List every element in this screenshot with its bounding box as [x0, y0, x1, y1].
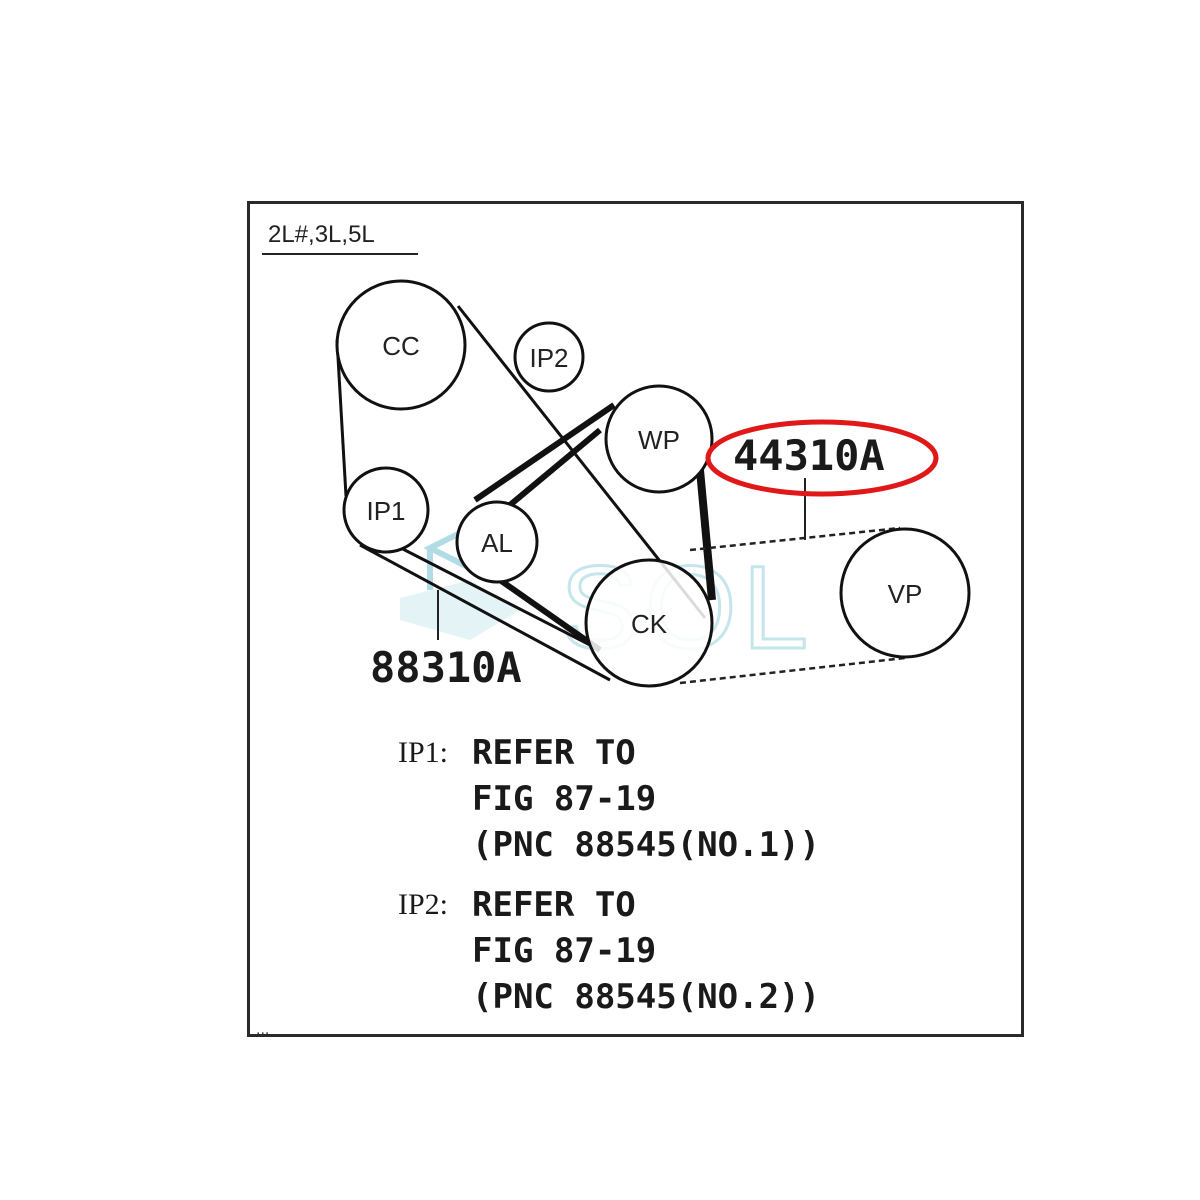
pulley-al: AL — [455, 500, 539, 584]
watermark-logo-shape-icon — [400, 580, 520, 640]
note-ip2-line-1: REFER TO — [472, 885, 636, 925]
pulley-ck-label: CK — [631, 609, 668, 639]
pulley-ip2: IP2 — [513, 321, 585, 393]
pulley-ip1-label: IP1 — [366, 496, 405, 526]
part-number-44310a: 44310A — [733, 431, 885, 480]
pulley-ip2-label: IP2 — [529, 343, 568, 373]
pulley-cc: CC — [335, 279, 467, 411]
note-ip1-line-3: (PNC 88545(NO.1)) — [472, 825, 820, 865]
pulley-cc-label: CC — [382, 331, 420, 361]
pulley-al-label: AL — [481, 528, 513, 558]
note-ip2-line-2: FIG 87-19 — [472, 931, 657, 971]
engine-heading: 2L#,3L,5L — [268, 221, 375, 248]
highlight-ellipse — [705, 419, 939, 497]
belt-44310a — [473, 402, 716, 653]
note-ip2-key: IP2: — [398, 888, 449, 921]
pulley-vp: VP — [839, 527, 971, 659]
pulley-ck: CK — [584, 558, 714, 688]
note-ip1-text: REFER TO FIG 87-19 (PNC 88545(NO.1)) — [472, 730, 820, 868]
pulley-wp-label: WP — [638, 425, 680, 455]
footer-mark: ... — [256, 1021, 269, 1038]
pulley-vp-label: VP — [888, 579, 923, 609]
note-ip1-line-1: REFER TO — [472, 733, 636, 773]
note-ip1-line-2: FIG 87-19 — [472, 779, 657, 819]
note-ip2-line-3: (PNC 88545(NO.2)) — [472, 977, 820, 1017]
note-ip1-key: IP1: — [398, 736, 449, 769]
diagram-frame — [247, 201, 1024, 1037]
pulley-ip1: IP1 — [342, 466, 430, 554]
note-ip2-text: REFER TO FIG 87-19 (PNC 88545(NO.2)) — [472, 882, 820, 1020]
belt-vp-dashed — [679, 526, 906, 685]
part-number-88310a: 88310A — [370, 643, 522, 692]
pulley-wp: WP — [604, 384, 714, 494]
